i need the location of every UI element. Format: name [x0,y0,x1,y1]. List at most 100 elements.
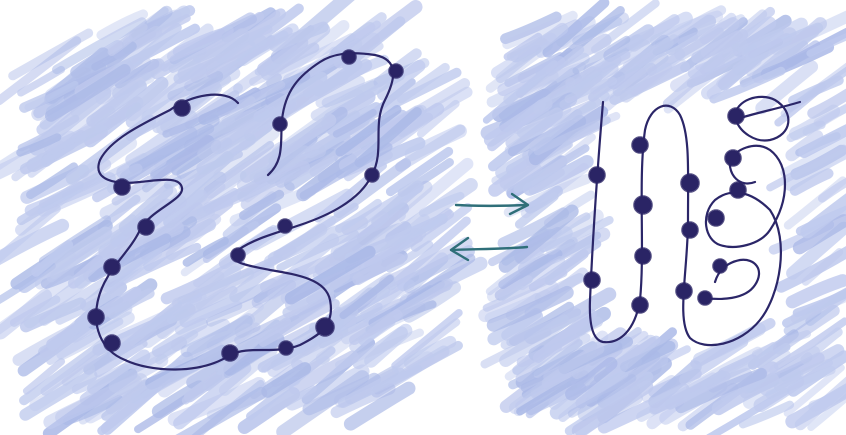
scribble-stroke [206,322,261,351]
scribble-stroke [86,80,147,127]
scribble-stroke [395,124,466,172]
scribble-stroke [206,279,297,327]
scribble-stroke [674,17,740,61]
scribble-stroke [0,130,77,180]
scribble-stroke [248,3,304,47]
scribble-stroke [40,342,109,396]
scribble-stroke [391,308,463,370]
backward-arrow-left [449,236,529,262]
scribble-stroke [786,120,826,143]
scribble-stroke [50,219,139,280]
scribble-stroke [329,209,406,266]
scribble-stroke [18,226,112,294]
scribble-stroke [169,14,258,65]
scribble-stroke [403,335,457,369]
scribble-stroke [789,168,834,196]
scribble-stroke [205,39,256,79]
scribble-stroke [175,386,268,435]
scribble-stroke [339,274,394,320]
scribble-stroke [620,340,676,373]
left-point [231,248,245,262]
scribble-stroke [597,383,690,434]
scribble-stroke [813,104,846,127]
scribble-stroke [647,27,724,76]
scribble-stroke [34,251,77,290]
scribble-stroke [151,317,208,357]
left-point [138,219,154,235]
scribble-stroke [31,240,74,277]
scribble-stroke [768,346,821,376]
scribble-stroke [491,32,557,79]
scribble-stroke [162,101,238,138]
scribble-stroke [181,338,259,405]
scribble-stroke [0,275,75,335]
scribble-stroke [706,387,790,435]
point-outline [388,63,404,79]
scribble-stroke [166,25,234,62]
scribble-stroke [508,373,562,415]
scribble-stroke [343,381,416,431]
scribble-stroke [543,78,585,107]
scribble-stroke [800,193,846,239]
scribble-stroke [410,202,473,252]
scribble-stroke [125,63,208,129]
scribble-stroke [43,373,148,430]
scribble-stroke [352,326,408,370]
point-outline [272,116,288,132]
left-point [222,345,238,361]
scribble-stroke [550,212,591,239]
scribble-stroke [213,126,280,182]
scribble-stroke [529,90,610,152]
scribble-stroke [150,135,215,181]
scribble-stroke [335,198,382,233]
scribble-stroke [743,17,808,59]
scribble-stroke [173,361,252,430]
scribble-stroke [554,5,625,66]
scribble-stroke [700,30,744,59]
scribble-stroke [267,265,322,300]
scribble-stroke [478,281,559,323]
scribble-stroke [202,160,310,214]
scribble-stroke [502,10,578,50]
point-outline [277,218,293,234]
scribble-stroke [498,275,533,301]
point-outline [680,173,700,193]
scribble-stroke [257,315,358,373]
scribble-stroke [285,364,370,411]
scribble-stroke [543,344,605,382]
scribble-stroke [751,329,812,359]
scribble-stroke [249,145,312,184]
scribble-stroke [817,177,846,203]
scribble-stroke [108,353,169,393]
right-point [634,196,652,214]
scribble-stroke [269,385,317,415]
scribble-stroke [559,67,647,110]
point-outline [631,136,649,154]
scribble-stroke [783,145,846,191]
scribble-stroke [609,61,690,105]
scribble-stroke [484,289,552,324]
right-point-group [583,107,747,314]
point-outline [173,99,191,117]
scribble-stroke [675,367,768,414]
scribble-stroke [792,288,846,318]
point-outline [631,296,649,314]
point-outline [87,308,105,326]
scribble-stroke [516,333,580,368]
scribble-stroke [9,295,61,327]
scribble-stroke [119,114,220,183]
right-point [635,248,651,264]
scribble-stroke [398,157,474,223]
scribble-stroke [315,75,365,108]
scribble-stroke [105,249,163,295]
scribble-stroke [67,226,137,289]
scribble-stroke [210,108,280,155]
point-outline [113,178,131,196]
right-curve-main [588,100,787,347]
scribble-stroke [24,80,79,111]
scribble-stroke [798,124,846,158]
right-point [698,291,712,305]
scribble-stroke [258,299,340,347]
